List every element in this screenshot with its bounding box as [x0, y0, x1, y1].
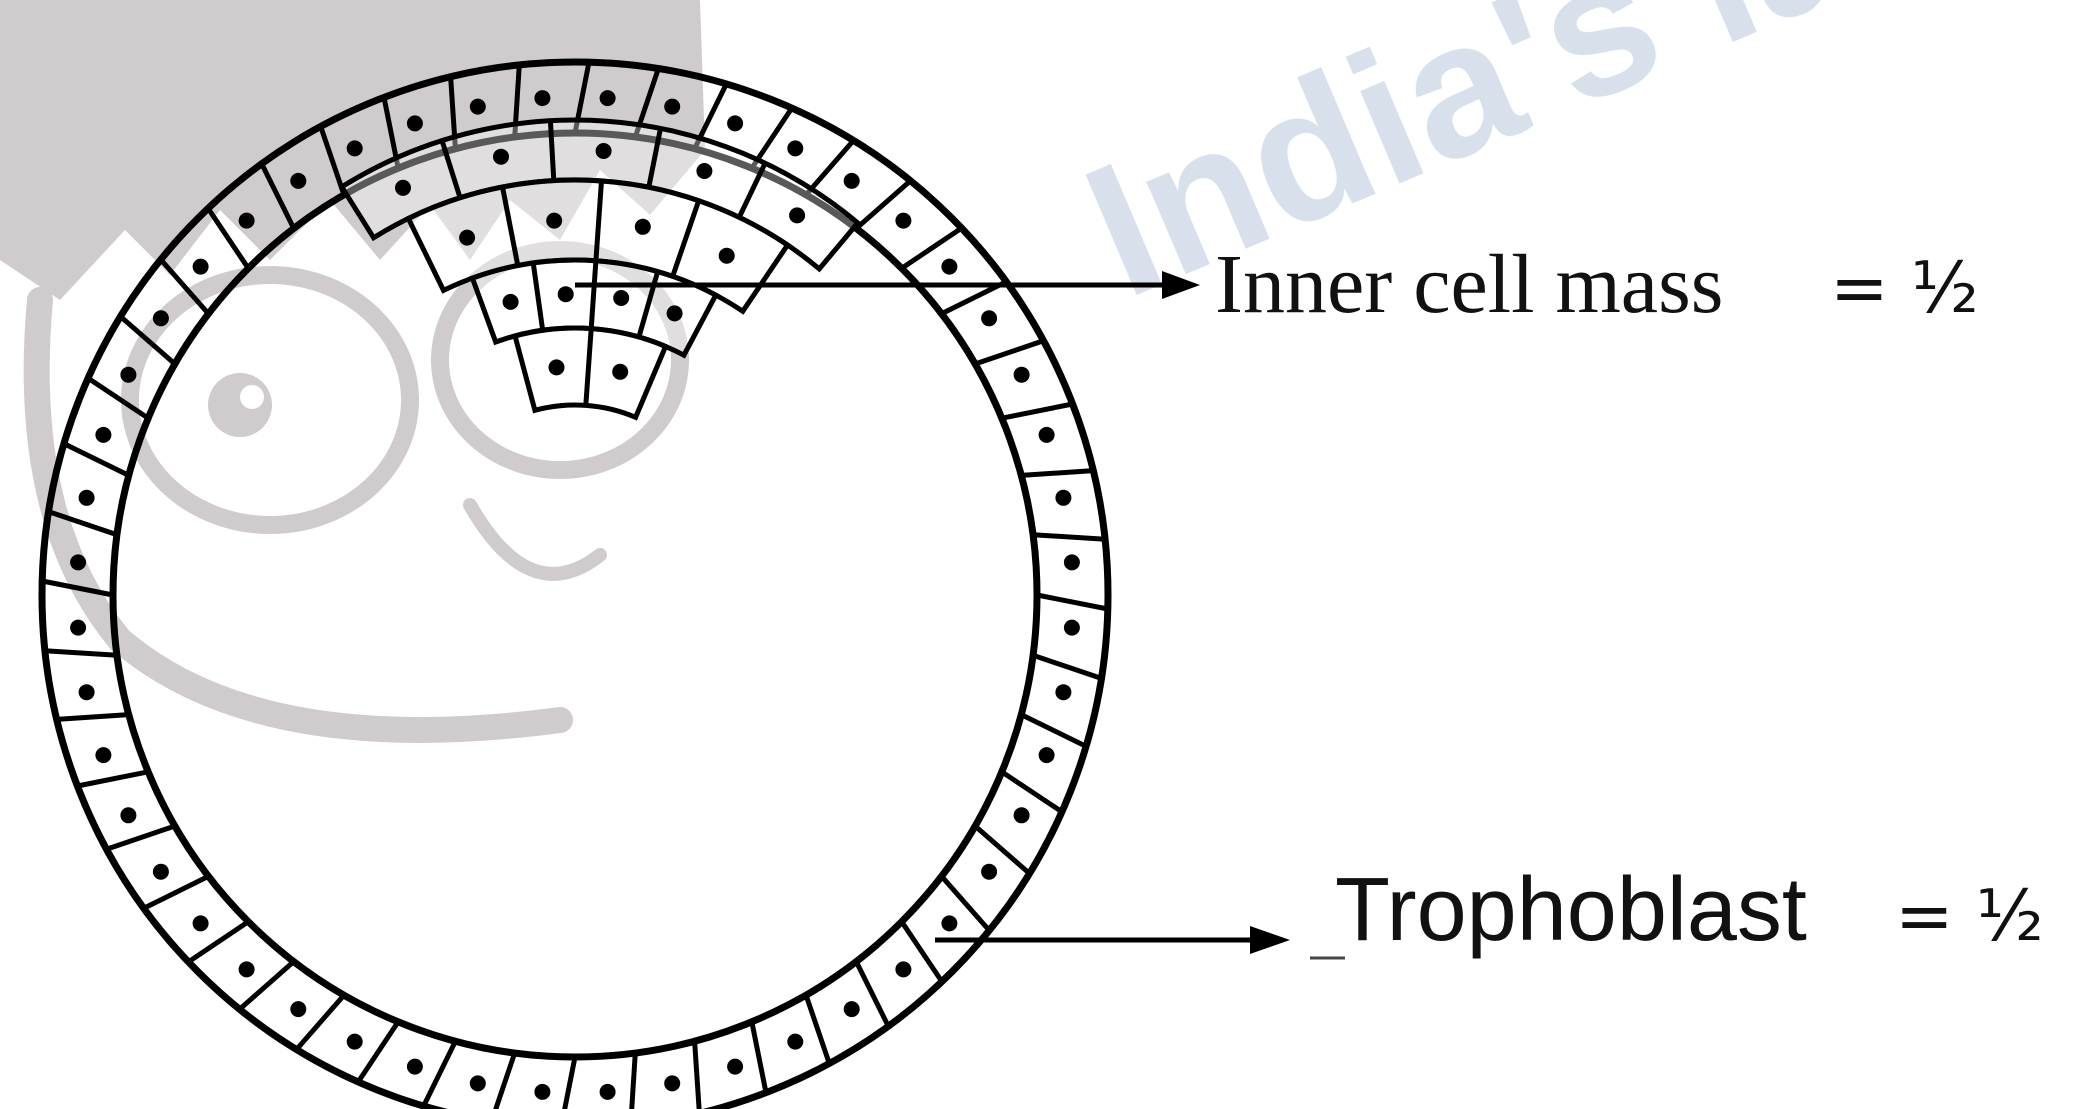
trophoblast-cell-nucleus — [1064, 554, 1080, 570]
trophoblast-cell-nucleus — [787, 140, 803, 156]
inner-cell-nucleus — [459, 230, 475, 246]
trophoblast-cell-nucleus — [79, 684, 95, 700]
trophoblast-cell-nucleus — [981, 310, 997, 326]
trophoblast-cell-nucleus — [895, 213, 911, 229]
trophoblast-cell-nucleus — [239, 961, 255, 977]
inner-cell-nucleus — [612, 364, 628, 380]
trophoblast-cell-nucleus — [153, 864, 169, 880]
trophoblast-cell-nucleus — [1014, 807, 1030, 823]
inner-cell-nucleus — [395, 180, 411, 196]
inner-cell-nucleus — [596, 143, 612, 159]
trophoblast-cell-nucleus — [95, 747, 111, 763]
trophoblast-cell-nucleus — [153, 310, 169, 326]
watermark-mascot-eye-highlight — [240, 385, 264, 409]
inner-cell-nucleus — [613, 290, 629, 306]
trophoblast-cell-wall — [107, 826, 175, 849]
trophoblast-cell-nucleus — [1039, 427, 1055, 443]
trophoblast-cell-nucleus — [407, 115, 423, 131]
trophoblast-cell-wall — [1021, 715, 1086, 747]
trophoblast-cell-nucleus — [727, 1059, 743, 1075]
trophoblast-cell-nucleus — [664, 1075, 680, 1091]
trophoblast-cell-wall — [561, 1057, 575, 1109]
trophoblast-cell-nucleus — [844, 1001, 860, 1017]
trophoblast-cell-nucleus — [787, 1034, 803, 1050]
trophoblast-cell-wall — [144, 876, 209, 908]
trophoblast-cell-wall — [856, 962, 888, 1027]
inner-cell-mass-value: = ½ — [1830, 247, 1979, 329]
inner-cell-nucleus — [667, 305, 683, 321]
trophoblast-cell-wall — [64, 444, 129, 476]
trophoblast-cell-nucleus — [70, 554, 86, 570]
trophoblast-cell-nucleus — [407, 1059, 423, 1075]
trophoblast-cell-nucleus — [895, 961, 911, 977]
trophoblast-cell-nucleus — [120, 367, 136, 383]
trophoblast-cell-wall — [1021, 471, 1093, 476]
trophoblast-cell-wall — [752, 1022, 766, 1093]
trophoblast-cell-nucleus — [1039, 747, 1055, 763]
trophoblast-cell-nucleus — [600, 90, 616, 106]
watermark-mascot-eye — [208, 373, 272, 437]
trophoblast-cell-nucleus — [79, 490, 95, 506]
inner-cell-nucleus — [696, 163, 712, 179]
trophoblast-cell-wall — [695, 1041, 700, 1109]
inner-cell-nucleus — [789, 207, 805, 223]
trophoblast-cell-wall — [1037, 595, 1108, 609]
trophoblast-cell-nucleus — [290, 1001, 306, 1017]
trophoblast-cell-wall — [631, 1053, 636, 1109]
trophoblast-cell-nucleus — [941, 915, 957, 931]
trophoblast-cell-nucleus — [95, 427, 111, 443]
trophoblast-cell-nucleus — [193, 259, 209, 275]
inner-cell-mass-label: Inner cell mass — [1215, 238, 1723, 331]
trophoblast-cell-wall — [975, 341, 1043, 364]
inner-cell-nucleus — [503, 294, 519, 310]
trophoblast-cell-nucleus — [1014, 367, 1030, 383]
trophoblast-cell-wall — [77, 772, 148, 786]
watermark-logo: India's larg — [0, 0, 2057, 730]
trophoblast-cell-wall — [1033, 535, 1105, 540]
trophoblast-cell-wall — [806, 995, 829, 1063]
trophoblast-cell-nucleus — [347, 1034, 363, 1050]
trophoblast-cell-wall — [424, 1041, 456, 1106]
trophoblast-cell-nucleus — [534, 1084, 550, 1100]
trophoblast-cell-wall — [1033, 655, 1101, 678]
watermark-mascot-smile — [470, 505, 600, 574]
inner-cell-nucleus — [558, 286, 574, 302]
trophoblast-cell-wall — [57, 715, 129, 720]
inner-cell-nucleus — [549, 359, 565, 375]
trophoblast-cell-nucleus — [600, 1084, 616, 1100]
trophoblast-cell-wall — [492, 1053, 515, 1109]
blastocyst — [42, 62, 1108, 1109]
trophoblast-cell-nucleus — [981, 864, 997, 880]
trophoblast-cell-nucleus — [534, 90, 550, 106]
trophoblast-cell-nucleus — [193, 915, 209, 931]
inner-cell-nucleus — [719, 248, 735, 264]
trophoblast-cell-wall — [358, 1022, 398, 1082]
trophoblast-cell-nucleus — [1055, 490, 1071, 506]
trophoblast-cell-nucleus — [941, 259, 957, 275]
inner-cell-nucleus — [546, 213, 562, 229]
trophoblast-value: = ½ — [1895, 875, 2044, 957]
trophoblast-cell-nucleus — [1055, 684, 1071, 700]
trophoblast-cell-nucleus — [727, 115, 743, 131]
trophoblast-cell-wall — [45, 651, 117, 656]
trophoblast-cell-nucleus — [239, 213, 255, 229]
trophoblast-cell-wall — [1002, 772, 1062, 812]
trophoblast-cell-nucleus — [347, 140, 363, 156]
trophoblast-cell-wall — [1002, 404, 1073, 418]
trophoblast-cell-nucleus — [290, 173, 306, 189]
inner-cell-nucleus — [493, 149, 509, 165]
trophoblast-label: Trophoblast — [1335, 860, 1807, 960]
trophoblast-cell-nucleus — [70, 620, 86, 636]
inner-cell-mass-cluster — [342, 120, 858, 417]
trophoblast-cell-nucleus — [470, 99, 486, 115]
trophoblast-cell-nucleus — [120, 807, 136, 823]
inner-cell-wall — [550, 121, 553, 181]
trophoblast-cell-nucleus — [844, 173, 860, 189]
trophoblast-cell-nucleus — [470, 1075, 486, 1091]
inner-cell-nucleus — [635, 219, 651, 235]
trophoblast-cell-nucleus — [664, 99, 680, 115]
trophoblast-cell-nucleus — [1064, 620, 1080, 636]
